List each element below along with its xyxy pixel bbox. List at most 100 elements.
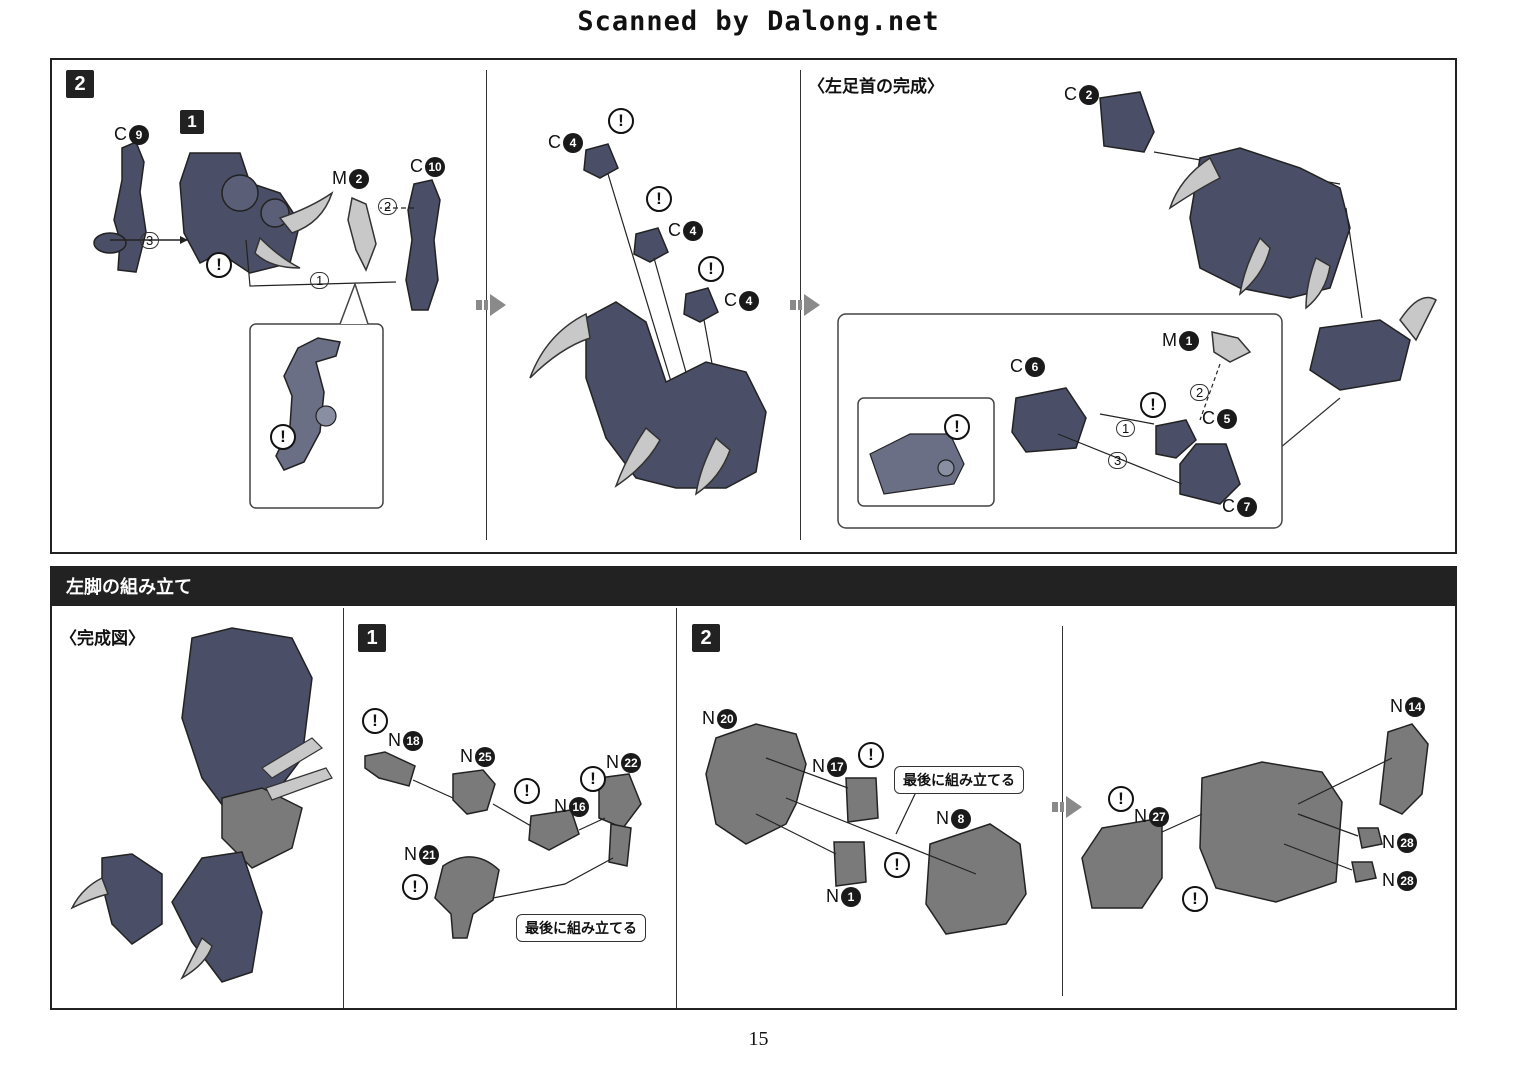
warning-icon: ! [514, 778, 540, 804]
warning-icon: ! [698, 256, 724, 282]
order-mark-3: 3 [140, 232, 160, 249]
claw-left [529, 312, 591, 379]
part-n17-shape [845, 777, 879, 823]
sub-step-badge: 1 [180, 110, 204, 134]
part-n22-post [608, 823, 632, 867]
part-n28-peg-2 [1351, 861, 1377, 883]
part-c9-shape [113, 141, 147, 273]
claw-bottom-2 [694, 436, 731, 496]
step2-part-illustration [93, 141, 441, 509]
section-title-bar: 左脚の組み立て [52, 568, 1455, 606]
inset-detail-part [869, 433, 965, 495]
bottom-step2-illustration [705, 723, 1027, 935]
next-step-arrow-icon [476, 294, 506, 316]
part-n21-shape [434, 856, 500, 939]
part-c6-shape [1011, 387, 1087, 453]
claw-2 [254, 236, 301, 269]
claw-ankle [1399, 296, 1437, 342]
bottom-step3-illustration [1081, 723, 1429, 909]
part-c7-shape [1179, 443, 1241, 505]
part-n16-shape [528, 809, 580, 851]
part-c4-cap-1 [583, 143, 619, 179]
assemble-last-note: 最後に組み立てる [516, 914, 646, 942]
warning-icon: ! [1140, 392, 1166, 418]
page-number: 15 [748, 1028, 769, 1050]
assembled-ankle [1189, 147, 1351, 299]
step-badge: 2 [66, 70, 94, 98]
thruster-fins [261, 737, 333, 801]
leg-lower [171, 851, 263, 983]
warning-icon: ! [580, 766, 606, 792]
leg-mid [221, 787, 303, 869]
step2-sub2-illustration [529, 143, 767, 496]
claw-lower-2 [1305, 256, 1331, 310]
part-n8-shape [925, 823, 1027, 935]
part-c10-shape [405, 179, 441, 311]
claw-upper [1168, 156, 1222, 210]
complete-view-heading: 〈完成図〉 [60, 629, 145, 648]
next-step-arrow-icon [790, 294, 820, 316]
part-m2-shape [347, 196, 377, 272]
part-n20-shape [705, 723, 807, 845]
part-c4-cap-2 [633, 227, 669, 263]
warning-icon: ! [858, 742, 884, 768]
warning-icon: ! [646, 186, 672, 212]
order-mark-1: 1 [310, 272, 330, 289]
part-n27-shape [1081, 817, 1163, 909]
warning-icon: ! [884, 852, 910, 878]
ankle-complete-illustration [837, 91, 1437, 529]
foot-left [101, 853, 163, 945]
order-mark-1: 1 [1116, 420, 1136, 437]
part-c5-shape [1155, 419, 1197, 459]
warning-icon: ! [362, 708, 388, 734]
claw-lower-1 [1238, 236, 1271, 296]
warning-icon: ! [402, 874, 428, 900]
warning-icon: ! [206, 252, 232, 278]
ankle-subassembly [1309, 319, 1411, 391]
part-c9-joint [93, 232, 127, 254]
step1-badge: 1 [358, 624, 386, 652]
warning-icon: ! [608, 108, 634, 134]
order-mark-3: 3 [1108, 452, 1128, 469]
watermark-banner: Scanned by Dalong.net [577, 6, 940, 37]
ankle-complete-heading: 〈左足首の完成〉 [808, 77, 944, 96]
bottom-step1-illustration [364, 751, 642, 939]
toe-claw-1 [70, 876, 109, 910]
part-n18-shape [364, 751, 416, 787]
part-c4-cap-3 [683, 287, 719, 323]
part-n14-shape [1379, 723, 1429, 815]
part-n28-peg-1 [1357, 827, 1383, 849]
toe-claw-2 [180, 936, 213, 980]
assemble-last-note: 最後に組み立てる [894, 766, 1024, 794]
complete-leg-illustration [70, 627, 333, 983]
bottom-divider-2 [676, 608, 677, 1008]
warning-icon: ! [1182, 886, 1208, 912]
bottom-divider-1 [343, 608, 344, 1008]
frame-block [1199, 761, 1343, 903]
order-mark-2: 2 [378, 198, 398, 215]
claw-bottom-1 [614, 426, 661, 488]
assembled-leg-body [585, 301, 767, 489]
claw-1 [278, 191, 334, 234]
